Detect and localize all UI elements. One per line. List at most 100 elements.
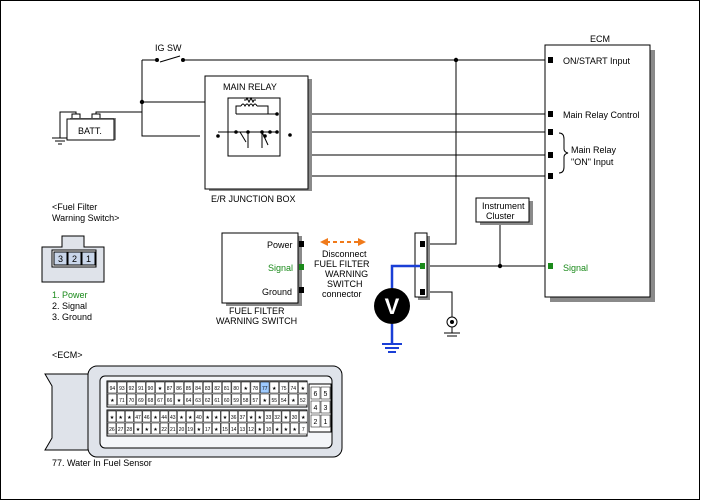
ecm-pin-label: 27 [118,427,124,433]
ecm-pin-label: 66 [167,398,173,404]
ecm-pin-label: 7 [302,427,305,433]
ecm-right-pin-cell [310,386,321,400]
ecm-pin-label: 78 [252,386,258,392]
ecm-pin-cell [298,381,308,394]
ecm-pin-cell [229,410,238,423]
ecm-pin-cell [107,381,117,394]
ecm-pin-label: ★ [223,415,228,421]
disconnect-line-1: Disconnect [322,249,367,259]
connector-face: 3 2 1 [41,235,105,283]
switch-ground-label: Ground [262,287,292,297]
ecm-pin-cell [133,422,143,435]
ecm-pin-cell [272,410,282,423]
ecm-pin-label: 14 [231,427,237,433]
battery: BATT. [66,113,116,141]
ecm-pin-cell [133,410,143,423]
ecm-right-pin-label: 3 [324,405,328,412]
ecm-pin-label: 26 [109,427,115,433]
ecm-right-pin-cell [320,386,331,400]
ecm-pin-cell [212,393,222,406]
ecm-pin-label: ★ [262,398,267,404]
ecm-pin-cell [174,393,184,406]
ecm-pin-cell [177,410,186,423]
ecm-pin-cell [193,381,203,394]
ecm-pin-cell [238,410,247,423]
connector-pin-1: 1 [86,254,91,264]
ecm-pin-label: 19 [187,427,193,433]
ecm-pin-cell [246,410,256,423]
ecm-pin-cell [250,393,260,406]
ecm-pin-cell [186,422,195,435]
ecm-pin-label: 90 [148,386,154,392]
ecm-pin-label: 86 [176,386,182,392]
ecm-pin-cell [231,393,241,406]
chassis-ground [444,316,460,337]
ecm-pin-label: ★ [127,415,132,421]
ecm-pin-cell [117,381,127,394]
ecm-pin-label: ★ [188,415,193,421]
ecm-pin-label: ★ [118,415,123,421]
fuel-filter-switch: Power Signal Ground FUEL FILTER WARNING … [216,232,304,326]
ecm-pin-label: ★ [249,415,254,421]
ecm-right-pin-label: 6 [314,391,318,398]
instrument-cluster: Instrument Cluster [475,197,533,225]
disconnect-note: Disconnect FUEL FILTER WARNING SWITCH co… [314,238,370,299]
ecm-pin-label: 36 [231,415,237,421]
ecm-right-pin-label: 5 [324,391,328,398]
ecm-pin-label: 68 [148,398,154,404]
ecm-pin-cell [116,410,125,423]
disconnect-line-2: FUEL FILTER [314,259,370,269]
ecm-pin-cell [269,393,279,406]
junction-box-label: E/R JUNCTION BOX [211,194,296,204]
pin-list-ground: 3. Ground [52,312,92,322]
ecm-pin-label: 80 [233,386,239,392]
ecm-pin-cell [222,393,232,406]
ecm-pin-cell [151,422,160,435]
ecm-pin-cell [164,381,175,394]
ecm-pin-cell [126,381,137,394]
ecm-pin-cell [151,410,160,423]
ecm-pin-label: 22 [161,427,167,433]
ecm-pin-cell [222,381,232,394]
ecm-right-pin-cell [310,414,321,428]
ecm-pin-cell [231,381,241,394]
ecm-pin-label: ★ [197,427,202,433]
ecm-pin-label: ★ [136,427,141,433]
disconnect-line-5: connector [322,289,362,299]
ecm-pin-label: 61 [214,398,220,404]
ecm-main-relay-control-label: Main Relay Control [563,110,640,120]
ecm-pin-label: 69 [138,398,144,404]
ecm-pin-cell [250,381,260,394]
ecm-pin-cell [299,422,308,435]
ecm-pin-label: ★ [243,386,248,392]
ecm-pin-label: 46 [144,415,150,421]
ecm-pin-label: ★ [205,415,210,421]
ecm-pin-cell [107,393,117,406]
ecm-pin-label: 21 [170,427,176,433]
ecm-pin-cell [241,381,251,394]
ecm-pin-label: ★ [179,415,184,421]
junction-dot [497,263,503,269]
ecm-right-pin-cell [310,400,321,414]
ecm-pin-cell [264,410,273,423]
ecm-pin-cell [203,410,212,423]
ecm-pin-cell [272,422,282,435]
ecm-pin-label: 74 [291,386,297,392]
ecm-pin-cell [136,381,146,394]
ecm-pin-cell [264,422,273,435]
ecm-title: ECM [590,34,610,44]
ecm-pin-cell [159,410,169,423]
ecm-right-pin-cell [320,400,331,414]
ecm-pin-cell [116,422,125,435]
switch-signal-label: Signal [268,263,293,273]
ecm-pin-label: ★ [110,415,115,421]
switch-title-2: WARNING SWITCH [216,316,297,326]
ecm-pin-cell [155,381,165,394]
ecm-pin-label: ★ [284,427,289,433]
ecm-pin-label: 62 [205,398,211,404]
ecm-pin-label: 10 [266,427,272,433]
ecm-pin-label: ★ [258,427,263,433]
connector-title-2: Warning Switch> [52,213,119,223]
ecm-pin-label: 63 [195,398,201,404]
ecm-pin-cell [174,381,184,394]
